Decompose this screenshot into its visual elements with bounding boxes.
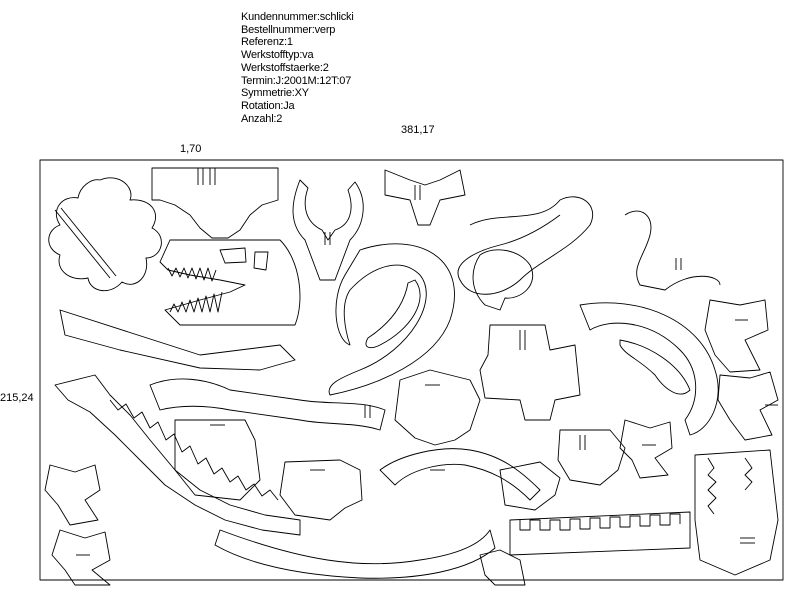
nostril-opening — [253, 251, 269, 271]
part-bowtie-right-2 — [717, 371, 779, 441]
part-spine — [54, 374, 301, 536]
part-small-bottom-2 — [51, 529, 111, 586]
part-rib-large — [328, 243, 455, 396]
part-rib-right — [579, 302, 719, 436]
part-leg-left — [479, 324, 581, 421]
part-neck-link — [472, 249, 533, 311]
sheet-width-dimension: 381,17 — [401, 124, 435, 136]
teeth-small-skull — [707, 457, 717, 515]
teeth-row-lower — [169, 291, 223, 313]
due-date: Termin:J:2001M:12T:07 — [241, 74, 352, 87]
part-rib-arch — [379, 448, 541, 501]
spine-right-teeth — [519, 513, 681, 531]
sheet-border — [39, 159, 784, 581]
spine-vertebrae — [109, 399, 279, 501]
order-number: Bestellnummer:verp — [241, 23, 336, 36]
part-foot — [279, 459, 363, 521]
teeth-small-skull-2 — [744, 457, 753, 491]
symmetry: Symmetrie:XY — [241, 87, 309, 100]
part-tail-lower — [214, 529, 496, 579]
part-bowtie-right-1 — [704, 299, 769, 373]
part-leg-piece-right — [557, 429, 626, 486]
part-neck-curve — [457, 196, 594, 295]
order-info-block: Kundennummer:schlicki Bestellnummer:verp… — [241, 11, 354, 125]
part-small-foot-bottom — [479, 549, 526, 586]
part-hip-bracket — [151, 167, 279, 239]
part-hip-left — [59, 309, 296, 371]
part-small-bottom-1 — [44, 464, 101, 526]
part-rib-inner — [365, 279, 421, 349]
quantity: Anzahl:2 — [241, 112, 283, 125]
part-bowtie-top — [384, 169, 466, 226]
part-pelvis — [174, 419, 261, 501]
customer-number: Kundennummer:schlicki — [241, 11, 354, 23]
part-tail-vertebra — [48, 177, 162, 292]
part-jaw-fork — [292, 179, 364, 281]
sheet-height-dimension: 215,24 — [0, 392, 34, 404]
slot — [54, 209, 111, 279]
material-type: Werkstofftyp:va — [241, 49, 314, 62]
part-shoulder — [394, 369, 481, 446]
material-thickness: Werkstoffstaerke:2 — [241, 61, 329, 74]
rotation: Rotation:Ja — [241, 99, 295, 112]
part-skull-side — [159, 239, 301, 326]
part-leg-mid — [499, 461, 561, 511]
slot-thickness-dimension: 1,70 — [180, 143, 202, 155]
part-bone-center — [149, 378, 386, 431]
part-neck-hook — [624, 210, 721, 291]
part-skull-small — [694, 449, 779, 576]
part-bowtie-mid — [619, 419, 673, 479]
reference: Referenz:1 — [241, 36, 293, 49]
part-spine-right — [509, 511, 691, 556]
slot — [60, 207, 117, 277]
eye-opening — [219, 247, 247, 264]
part-rib-right-inner — [619, 339, 691, 395]
teeth-row-upper — [167, 267, 217, 282]
